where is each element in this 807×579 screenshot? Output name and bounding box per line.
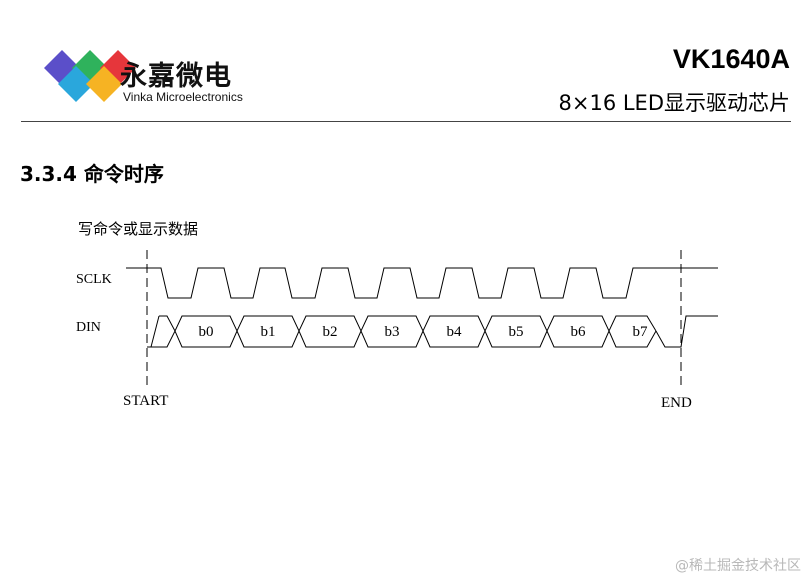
din-bit-label-b0: b0 [199,324,214,340]
din-bit-label-b6: b6 [571,324,587,340]
start-label: START [123,393,168,409]
section-heading: 3.3.4 命令时序 [20,162,164,186]
company-logo [26,50,256,110]
din-start-segment [147,315,160,348]
logo-company-name-en: Vinka Microelectronics [123,90,243,104]
logo-company-name-cn: 永嘉微电 [120,61,232,92]
din-bottom-edge [151,329,657,348]
document-subtitle: 8×16 LED显示驱动芯片 [558,91,791,115]
sclk-waveform [126,267,718,299]
din-end-segment [655,315,718,348]
din-bit-label-b4: b4 [447,324,463,340]
din-bit-label-b2: b2 [323,324,338,340]
sclk-label: SCLK [76,272,112,287]
diagram-caption: 写命令或显示数据 [78,220,199,238]
end-label: END [661,395,692,411]
din-label: DIN [76,320,101,335]
document-title: VK1640A [672,44,790,74]
din-bit-label-b3: b3 [385,324,400,340]
din-bit-label-b5: b5 [509,324,524,340]
logo-diamond-icon [44,50,136,102]
din-bit-label-b7: b7 [633,324,649,340]
din-bit-label-b1: b1 [261,324,276,340]
header-divider [21,121,791,122]
watermark-text: @稀土掘金技术社区 [675,558,801,574]
din-top-edge [159,315,657,333]
